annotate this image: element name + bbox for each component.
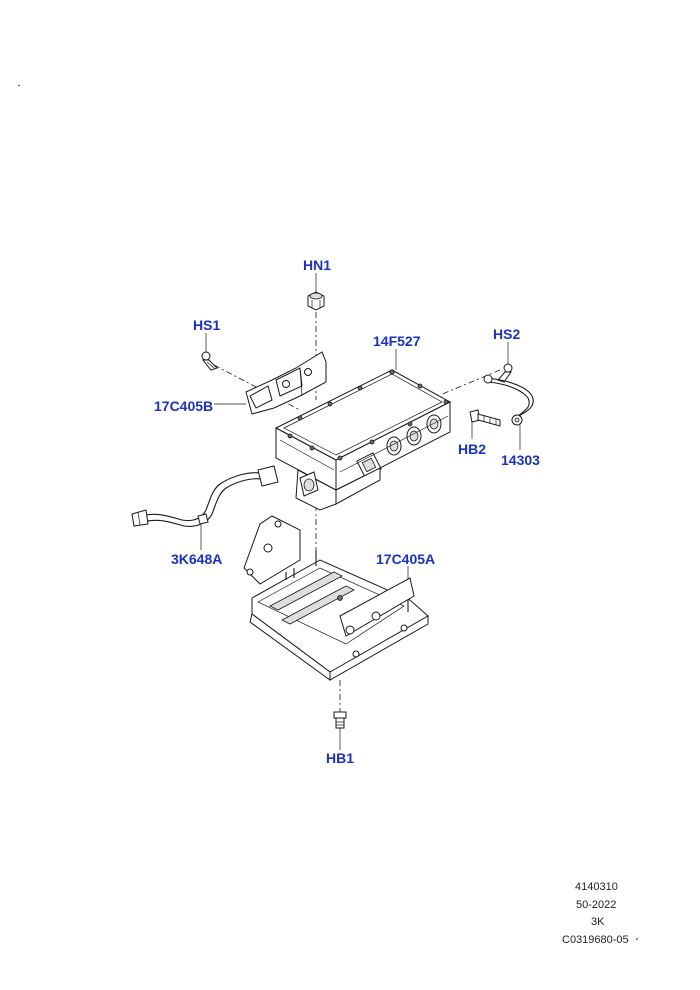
callout-hb1[interactable]: HB1 [326, 750, 355, 766]
nut-hn1 [307, 291, 325, 311]
callout-14303[interactable]: 14303 [501, 452, 540, 468]
footer-catalog-number: 4140310 [575, 881, 618, 893]
module-14f527 [274, 369, 452, 511]
callout-14f527[interactable]: 14F527 [373, 333, 421, 349]
bracket-17c405a [243, 515, 429, 681]
screw-hs1 [201, 351, 218, 371]
callout-hb2[interactable]: HB2 [458, 441, 487, 457]
footer-date-code: 50-2022 [576, 899, 617, 911]
bolt-hb2 [469, 409, 501, 427]
hose-3k648a [131, 465, 279, 527]
callout-hn1[interactable]: HN1 [303, 257, 332, 273]
bracket-17c405b [245, 351, 327, 415]
screw-hs2 [497, 363, 513, 383]
leader-lines [200, 273, 521, 750]
footer-section-code: 3K [591, 916, 605, 928]
callout-hs1[interactable]: HS1 [193, 317, 221, 333]
callout-17c405a[interactable]: 17C405A [376, 551, 436, 567]
corner-mark [17, 84, 21, 87]
callout-17c405b[interactable]: 17C405B [154, 398, 214, 414]
callout-hs2[interactable]: HS2 [493, 326, 521, 342]
bolt-hb1 [333, 711, 347, 729]
cable-14303 [483, 374, 534, 426]
footer-illustration-id: C0319680-05 [562, 934, 629, 946]
callout-3k648a[interactable]: 3K648A [171, 551, 223, 567]
corner-mark [635, 937, 639, 941]
